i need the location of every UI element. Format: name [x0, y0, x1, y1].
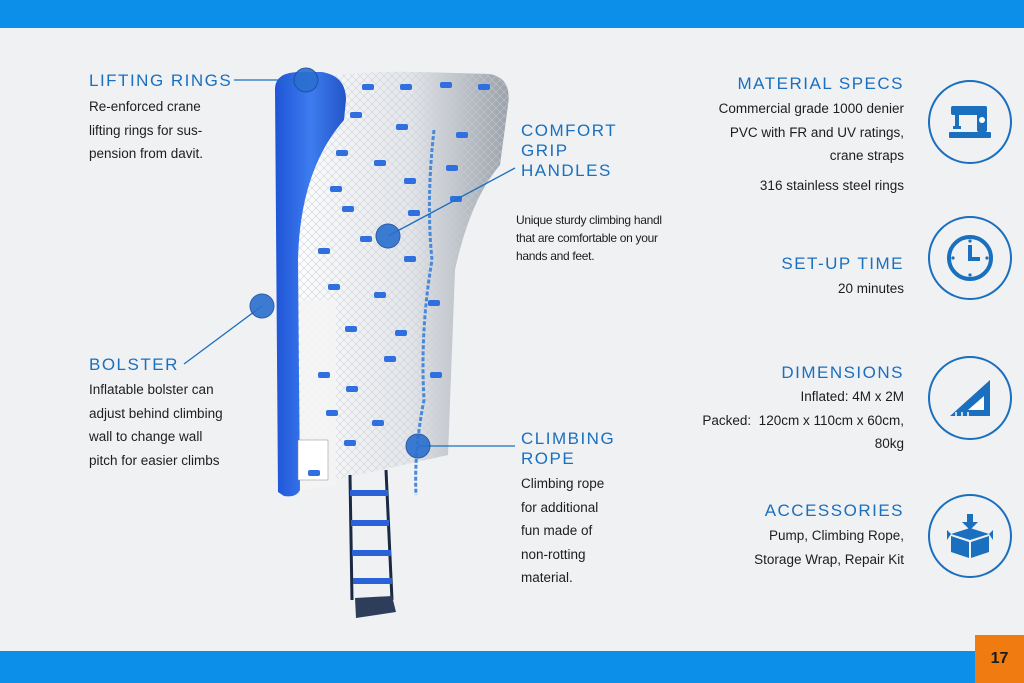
- dimensions-description: Inflated: 4M x 2M Packed: 120cm x 110cm …: [702, 385, 904, 456]
- accessories-description: Pump, Climbing Rope, Storage Wrap, Repai…: [754, 524, 904, 571]
- bolster-heading: BOLSTER: [89, 355, 179, 374]
- dimensions-line: Packed: 120cm x 110cm x 60cm,: [702, 412, 904, 428]
- dimensions-line: Inflated: 4M x 2M: [800, 389, 904, 404]
- climbing-rope-line: for additional: [521, 499, 599, 515]
- lifting-rings-line: lifting rings for sus-: [89, 122, 203, 138]
- material-specs-line: Commercial grade 1000 denier: [718, 101, 904, 116]
- set-square-icon: [928, 356, 1012, 440]
- climbing-rope-heading-line: CLIMBING: [521, 429, 616, 448]
- dimensions-heading: DIMENSIONS: [781, 363, 904, 382]
- lifting-rings-description: Re-enforced crane lifting rings for sus-…: [89, 95, 203, 166]
- comfort-grip-heading-line: HANDLES: [521, 161, 612, 180]
- bolster-line: wall to change wall: [89, 429, 203, 444]
- bolster-description: Inflatable bolster can adjust behind cli…: [89, 378, 223, 472]
- dimensions-line: 80kg: [874, 436, 904, 451]
- top-banner: [0, 0, 1024, 28]
- sewing-machine-icon: [928, 80, 1012, 164]
- comfort-grip-description: Unique sturdy climbing handl that are co…: [516, 211, 686, 265]
- comfort-grip-line: hands and feet.: [516, 249, 595, 263]
- climbing-rope-heading: CLIMBING ROPE: [521, 429, 615, 469]
- bolster-line: Inflatable bolster can: [89, 382, 214, 397]
- climbing-rope-line: fun made of: [521, 523, 593, 538]
- accessories-line: Pump, Climbing Rope,: [768, 528, 904, 543]
- box-icon: [928, 494, 1012, 578]
- accessories-line: Storage Wrap, Repair Kit: [754, 551, 904, 567]
- material-specs-description: Commercial grade 1000 denier PVC with FR…: [719, 97, 904, 197]
- lifting-rings-line: pension from davit.: [89, 146, 204, 161]
- page-number: 17: [975, 635, 1024, 683]
- material-specs-extra: 316 stainless steel rings: [759, 177, 904, 193]
- material-specs-heading: MATERIAL SPECS: [737, 74, 904, 93]
- setup-time-value: 20 minutes: [837, 281, 904, 296]
- material-specs-line: crane straps: [829, 148, 904, 163]
- climbing-rope-description: Climbing rope for additional fun made of…: [521, 472, 604, 590]
- clock-icon: [928, 216, 1012, 300]
- bottom-banner: [0, 651, 1024, 683]
- bolster-line: adjust behind climbing: [89, 405, 223, 421]
- material-specs-line: PVC with FR and UV ratings,: [729, 124, 904, 140]
- comfort-grip-line: that are comfortable on your: [516, 231, 658, 245]
- climbing-rope-line: material.: [521, 570, 573, 585]
- climbing-rope-line: Climbing rope: [521, 476, 605, 491]
- bolster-line: pitch for easier climbs: [89, 452, 220, 468]
- comfort-grip-heading: COMFORT GRIP HANDLES: [521, 121, 617, 181]
- comfort-grip-heading-line: GRIP: [521, 141, 569, 160]
- climbing-rope-line: non-rotting: [521, 546, 586, 562]
- lifting-rings-heading: LIFTING RINGS: [89, 71, 233, 90]
- lifting-rings-line: Re-enforced crane: [89, 99, 201, 114]
- setup-time-heading: SET-UP TIME: [781, 254, 904, 273]
- comfort-grip-line: Unique sturdy climbing handl: [516, 213, 662, 227]
- climbing-rope-heading-line: ROPE: [521, 449, 576, 468]
- comfort-grip-heading-line: COMFORT: [521, 121, 618, 140]
- accessories-heading: ACCESSORIES: [764, 501, 904, 520]
